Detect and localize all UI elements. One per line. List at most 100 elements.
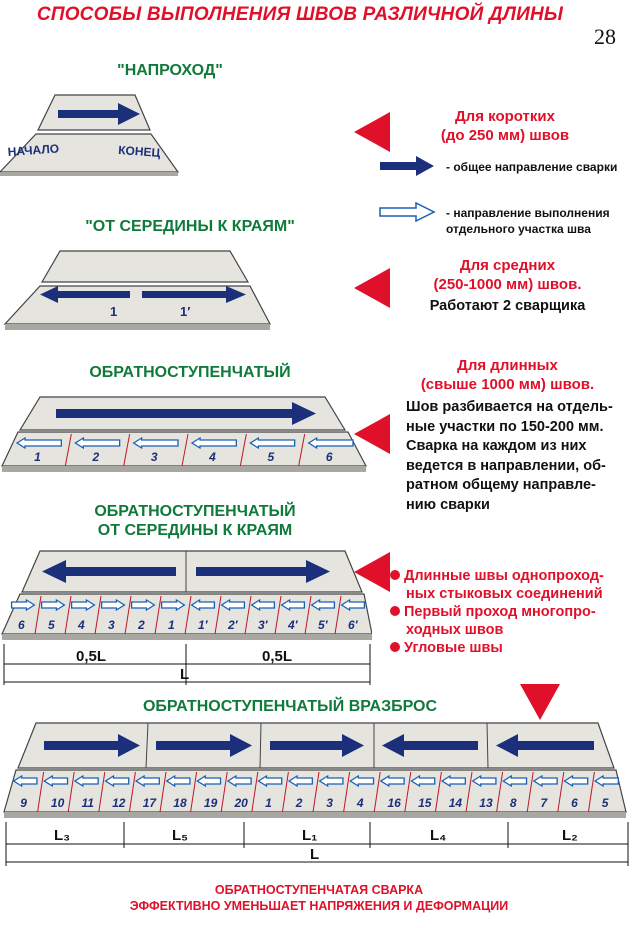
s1-end-label: КОНЕЦ — [118, 143, 161, 160]
s5-segment-label: 2 — [295, 796, 303, 810]
s4-dim-total: L — [180, 666, 189, 683]
hollow-arrow-icon — [226, 774, 252, 788]
hollow-arrow-icon — [379, 774, 405, 788]
hollow-arrow-icon — [307, 436, 354, 450]
s2-label-right: 1′ — [180, 304, 190, 319]
s3-desc-body: Шов разбивается на отдель-ные участки по… — [406, 399, 613, 513]
s1-heading: "НАПРОХОД" — [117, 62, 223, 79]
hollow-arrow-icon — [593, 774, 619, 788]
hollow-arrow-icon — [410, 774, 436, 788]
s4-arrow-right — [196, 560, 330, 583]
hollow-arrow-icon — [130, 598, 156, 612]
hollow-arrow-icon — [10, 598, 36, 612]
s4-segment-label: 3′ — [258, 618, 269, 632]
s2-label-left: 1 — [110, 304, 117, 319]
s5-arrow-1 — [44, 734, 140, 757]
s5-dim-total: L — [310, 846, 319, 863]
hollow-arrow-icon — [471, 774, 497, 788]
s4-pointer-icon — [354, 552, 390, 592]
hollow-arrow-icon — [257, 774, 283, 788]
s5-segment-label: 15 — [418, 796, 432, 810]
hollow-arrow-icon — [190, 598, 216, 612]
hollow-arrow-icon — [340, 598, 366, 612]
s5-segment-label: 16 — [388, 796, 402, 810]
s5-arrow-2 — [156, 734, 252, 757]
s5-segment-label: 10 — [51, 796, 65, 810]
s5-segment-label: 1 — [265, 796, 272, 810]
s4-dim-half-right: 0,5L — [262, 648, 292, 665]
hollow-arrow-icon — [132, 436, 179, 450]
s3-segment-label: 3 — [151, 450, 158, 464]
s2-plates: 1 1′ — [3, 250, 271, 330]
s2-heading: "ОТ СЕРЕДИНЫ К КРАЯМ" — [85, 218, 295, 235]
s5-segment-label: 20 — [234, 796, 249, 810]
s3-segment-label: 1 — [34, 450, 41, 464]
s4-dim-half-left: 0,5L — [76, 648, 106, 665]
s5-pointer-icon — [520, 684, 560, 720]
hollow-arrow-icon — [502, 774, 528, 788]
s5-heading: ОБРАТНОСТУПЕНЧАТЫЙ ВРАЗБРОС — [142, 698, 438, 715]
hollow-arrow-icon — [563, 774, 589, 788]
s5-dim-2: L₅ — [172, 827, 188, 844]
bullet-icon — [390, 570, 400, 580]
s5-arrow-3 — [270, 734, 364, 757]
hollow-arrow-icon — [349, 774, 375, 788]
s1-plates: НАЧАЛО КОНЕЦ — [0, 94, 180, 176]
s3-desc-head: Для длинных(свыше 1000 мм) швов. — [420, 357, 595, 393]
s5-dim-1: L₃ — [54, 827, 70, 844]
s2-pointer-icon — [354, 268, 390, 308]
s4-bullet-1: Длинные швы однопроход- — [390, 567, 638, 585]
s4-bullet-2: Первый проход многопро- — [390, 603, 638, 621]
s5-dim-5: L₂ — [562, 827, 578, 844]
hollow-arrow-icon — [287, 774, 313, 788]
legend-solid-label: - общее направление сварки — [446, 160, 618, 174]
hollow-arrow-icon — [100, 598, 126, 612]
s3-general-arrow — [56, 402, 316, 425]
hollow-arrow-icon — [440, 774, 466, 788]
page-number: 28 — [594, 24, 616, 49]
s4-segment-label: 6′ — [348, 618, 359, 632]
s5-dim-4: L₄ — [430, 827, 446, 844]
s5-dim-3: L₁ — [302, 827, 317, 844]
hollow-arrow-icon — [196, 774, 222, 788]
s4-segment-label: 4 — [77, 618, 85, 632]
hollow-arrow-icon — [70, 598, 96, 612]
s4-segment-label: 1′ — [198, 618, 209, 632]
hollow-arrow-icon — [250, 598, 276, 612]
s4-segment-label: 3 — [108, 618, 115, 632]
hollow-arrow-icon — [280, 598, 306, 612]
s4-segment-label: 5 — [48, 618, 55, 632]
hollow-arrow-icon — [249, 436, 296, 450]
s2-arrow-right — [142, 286, 246, 303]
s2-arrow-left — [40, 286, 130, 303]
s5-segment-label: 3 — [326, 796, 333, 810]
s5-segment-label: 11 — [82, 796, 95, 810]
bullet-icon — [390, 606, 400, 616]
s4-segment-label: 2′ — [227, 618, 239, 632]
s4-bullet-3: Угловые швы — [390, 639, 638, 657]
hollow-arrow-icon — [74, 436, 121, 450]
s4-bullets: Длинные швы однопроход- ных стыковых сое… — [390, 567, 638, 657]
hollow-arrow-icon — [220, 598, 246, 612]
s2-desc: Для средних (250-1000 мм) швов. Работают… — [429, 257, 586, 314]
s5-segment-label: 18 — [173, 796, 187, 810]
bullet-icon — [390, 642, 400, 652]
hollow-arrow-icon — [43, 774, 69, 788]
s5-segment-label: 9 — [20, 796, 27, 810]
s5-dimension-lines — [5, 822, 629, 866]
s3-heading: ОБРАТНОСТУПЕНЧАТЫЙ — [89, 364, 291, 381]
s5-segment-label: 19 — [204, 796, 218, 810]
s3-segment-label: 6 — [326, 450, 333, 464]
s4-segment-label: 4′ — [287, 618, 299, 632]
hollow-arrow-icon — [15, 436, 62, 450]
hollow-arrow-icon — [190, 436, 237, 450]
s1-arrow — [58, 103, 140, 125]
page-title: СПОСОБЫ ВЫПОЛНЕНИЯ ШВОВ РАЗЛИЧНОЙ ДЛИНЫ — [36, 4, 564, 25]
